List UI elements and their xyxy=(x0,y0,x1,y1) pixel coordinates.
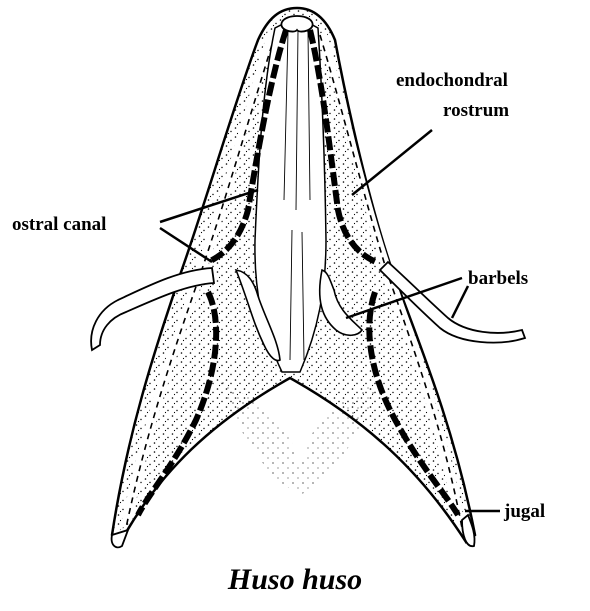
label-jugal: jugal xyxy=(503,501,545,522)
figure-caption: Huso huso xyxy=(0,563,590,597)
leader-barbels-right xyxy=(452,286,468,318)
label-endochondral: endochondral xyxy=(396,70,508,91)
snout-tip xyxy=(281,16,312,32)
leader-endochondral-rostrum xyxy=(352,130,432,195)
label-rostrum: rostrum xyxy=(443,100,509,121)
label-barbels: barbels xyxy=(468,268,528,289)
label-ostral-canal: ostral canal xyxy=(12,214,106,235)
lower-snout-area xyxy=(220,380,380,495)
